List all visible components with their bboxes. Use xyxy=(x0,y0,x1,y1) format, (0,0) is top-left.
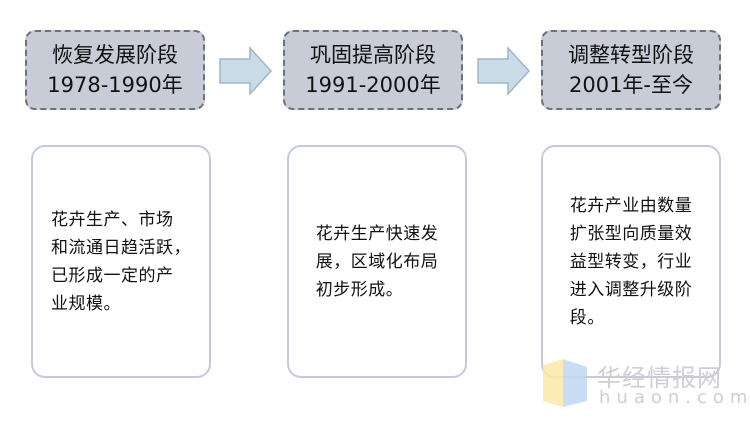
watermark-name-cn: 华经情报网 xyxy=(597,364,722,392)
stage-1-period: 1978-1990年 xyxy=(47,73,183,97)
watermark: 华经情报网 huaon.com xyxy=(541,355,747,415)
stage-3-description-card: 花卉产业由数量 扩张型向质量效 益型转变，行业 进入调整升级阶 段。 xyxy=(541,145,721,378)
stage-2-title: 巩固提高阶段 xyxy=(310,43,436,67)
stage-3-period: 2001年-至今 xyxy=(568,73,694,97)
watermark-logo-icon xyxy=(543,359,587,407)
watermark-name-en: huaon.com xyxy=(599,387,750,408)
stage-1-box: 恢复发展阶段 1978-1990年 xyxy=(25,30,205,110)
stage-3-description: 花卉产业由数量 扩张型向质量效 益型转变，行业 进入调整升级阶 段。 xyxy=(569,195,693,328)
stage-1-title: 恢复发展阶段 xyxy=(52,43,178,67)
stage-2-description: 花卉生产快速发 展，区域化布局 初步形成。 xyxy=(315,223,439,300)
stage-2-description-card: 花卉生产快速发 展，区域化布局 初步形成。 xyxy=(287,145,467,378)
stage-2-period: 1991-2000年 xyxy=(305,73,441,97)
arrow-2-icon xyxy=(477,46,531,96)
stage-1-description-card: 花卉生产、市场 和流通日趋活跃， 已形成一定的产 业规模。 xyxy=(31,145,211,378)
stage-3-box: 调整转型阶段 2001年-至今 xyxy=(541,30,721,110)
arrow-1-icon xyxy=(219,46,273,96)
stage-3-title: 调整转型阶段 xyxy=(568,43,694,67)
stage-2-box: 巩固提高阶段 1991-2000年 xyxy=(283,30,463,110)
stage-1-description: 花卉生产、市场 和流通日趋活跃， 已形成一定的产 业规模。 xyxy=(51,209,191,314)
